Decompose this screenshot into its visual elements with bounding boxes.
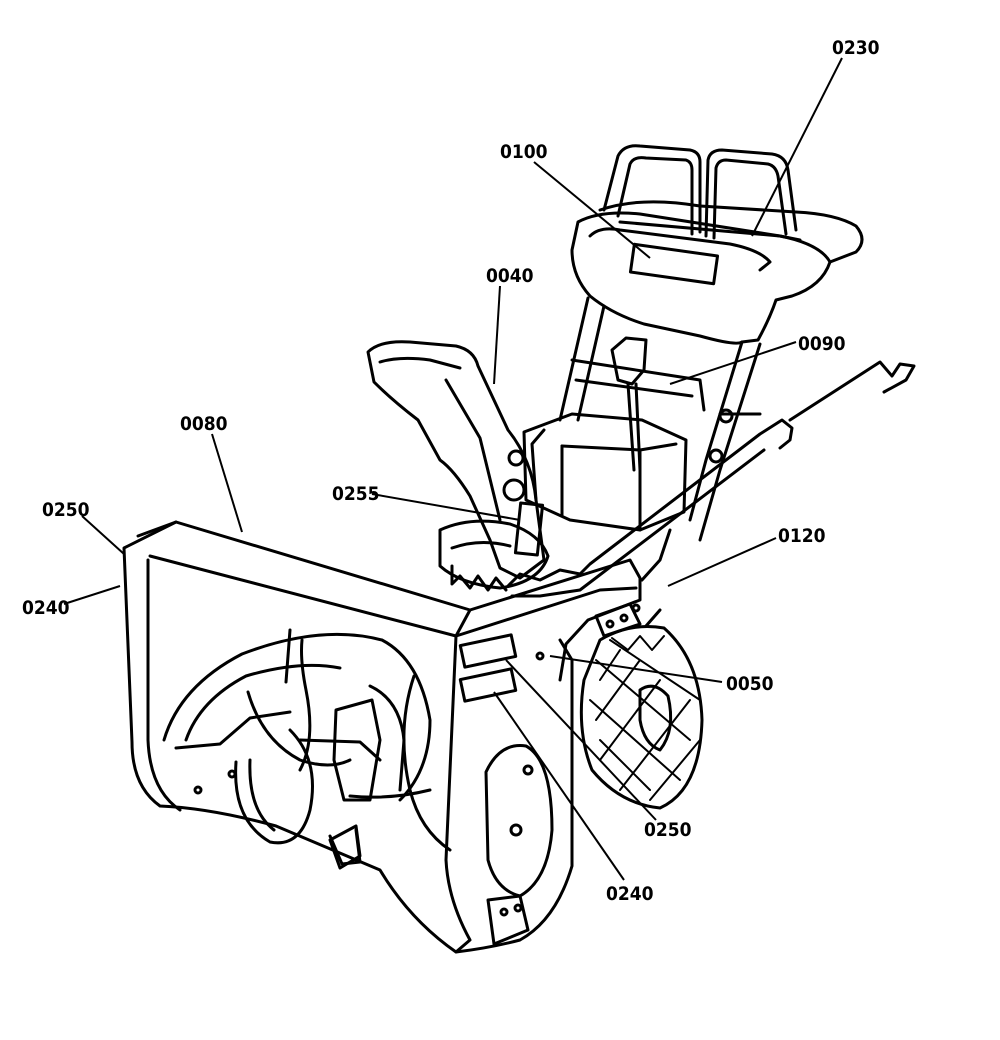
callout-0240-bottom: 0240	[606, 883, 654, 905]
leader-0120	[667, 537, 777, 587]
leader-0250a	[81, 515, 125, 555]
leader-lines	[63, 57, 843, 881]
snow-blower-illustration	[122, 144, 916, 954]
control-panel	[570, 211, 832, 345]
leader-0230	[751, 57, 843, 237]
chute-crank	[506, 360, 916, 598]
callout-0120: 0120	[778, 525, 826, 547]
callout-0255: 0255	[332, 483, 380, 505]
discharge-chute	[366, 340, 550, 592]
leader-0240b	[493, 691, 625, 881]
callout-labels: 0230 0100 0040 0090 0080 0255 0250 0240 …	[22, 37, 880, 905]
leader-0050	[549, 655, 723, 683]
callout-0240-left: 0240	[22, 597, 70, 619]
callout-0040: 0040	[486, 265, 534, 287]
skid-shoe	[328, 824, 362, 870]
callout-0250-left: 0250	[42, 499, 90, 521]
handle-brackets	[535, 528, 672, 661]
auger-housing	[122, 520, 642, 954]
callout-0050: 0050	[726, 673, 774, 695]
leader-0040	[493, 285, 501, 385]
leader-0090	[669, 341, 797, 385]
callout-0250-bottom: 0250	[644, 819, 692, 841]
callout-0100: 0100	[500, 141, 548, 163]
callout-0230: 0230	[832, 37, 880, 59]
leader-0255	[371, 493, 521, 521]
auger	[162, 628, 452, 866]
leader-0100	[533, 161, 651, 259]
callout-0080: 0080	[180, 413, 228, 435]
callout-0090: 0090	[798, 333, 846, 355]
wheel	[579, 625, 704, 810]
leader-0080	[211, 433, 243, 533]
leader-0250b	[505, 659, 657, 821]
leader-0240a	[63, 585, 121, 605]
engine	[522, 412, 688, 532]
